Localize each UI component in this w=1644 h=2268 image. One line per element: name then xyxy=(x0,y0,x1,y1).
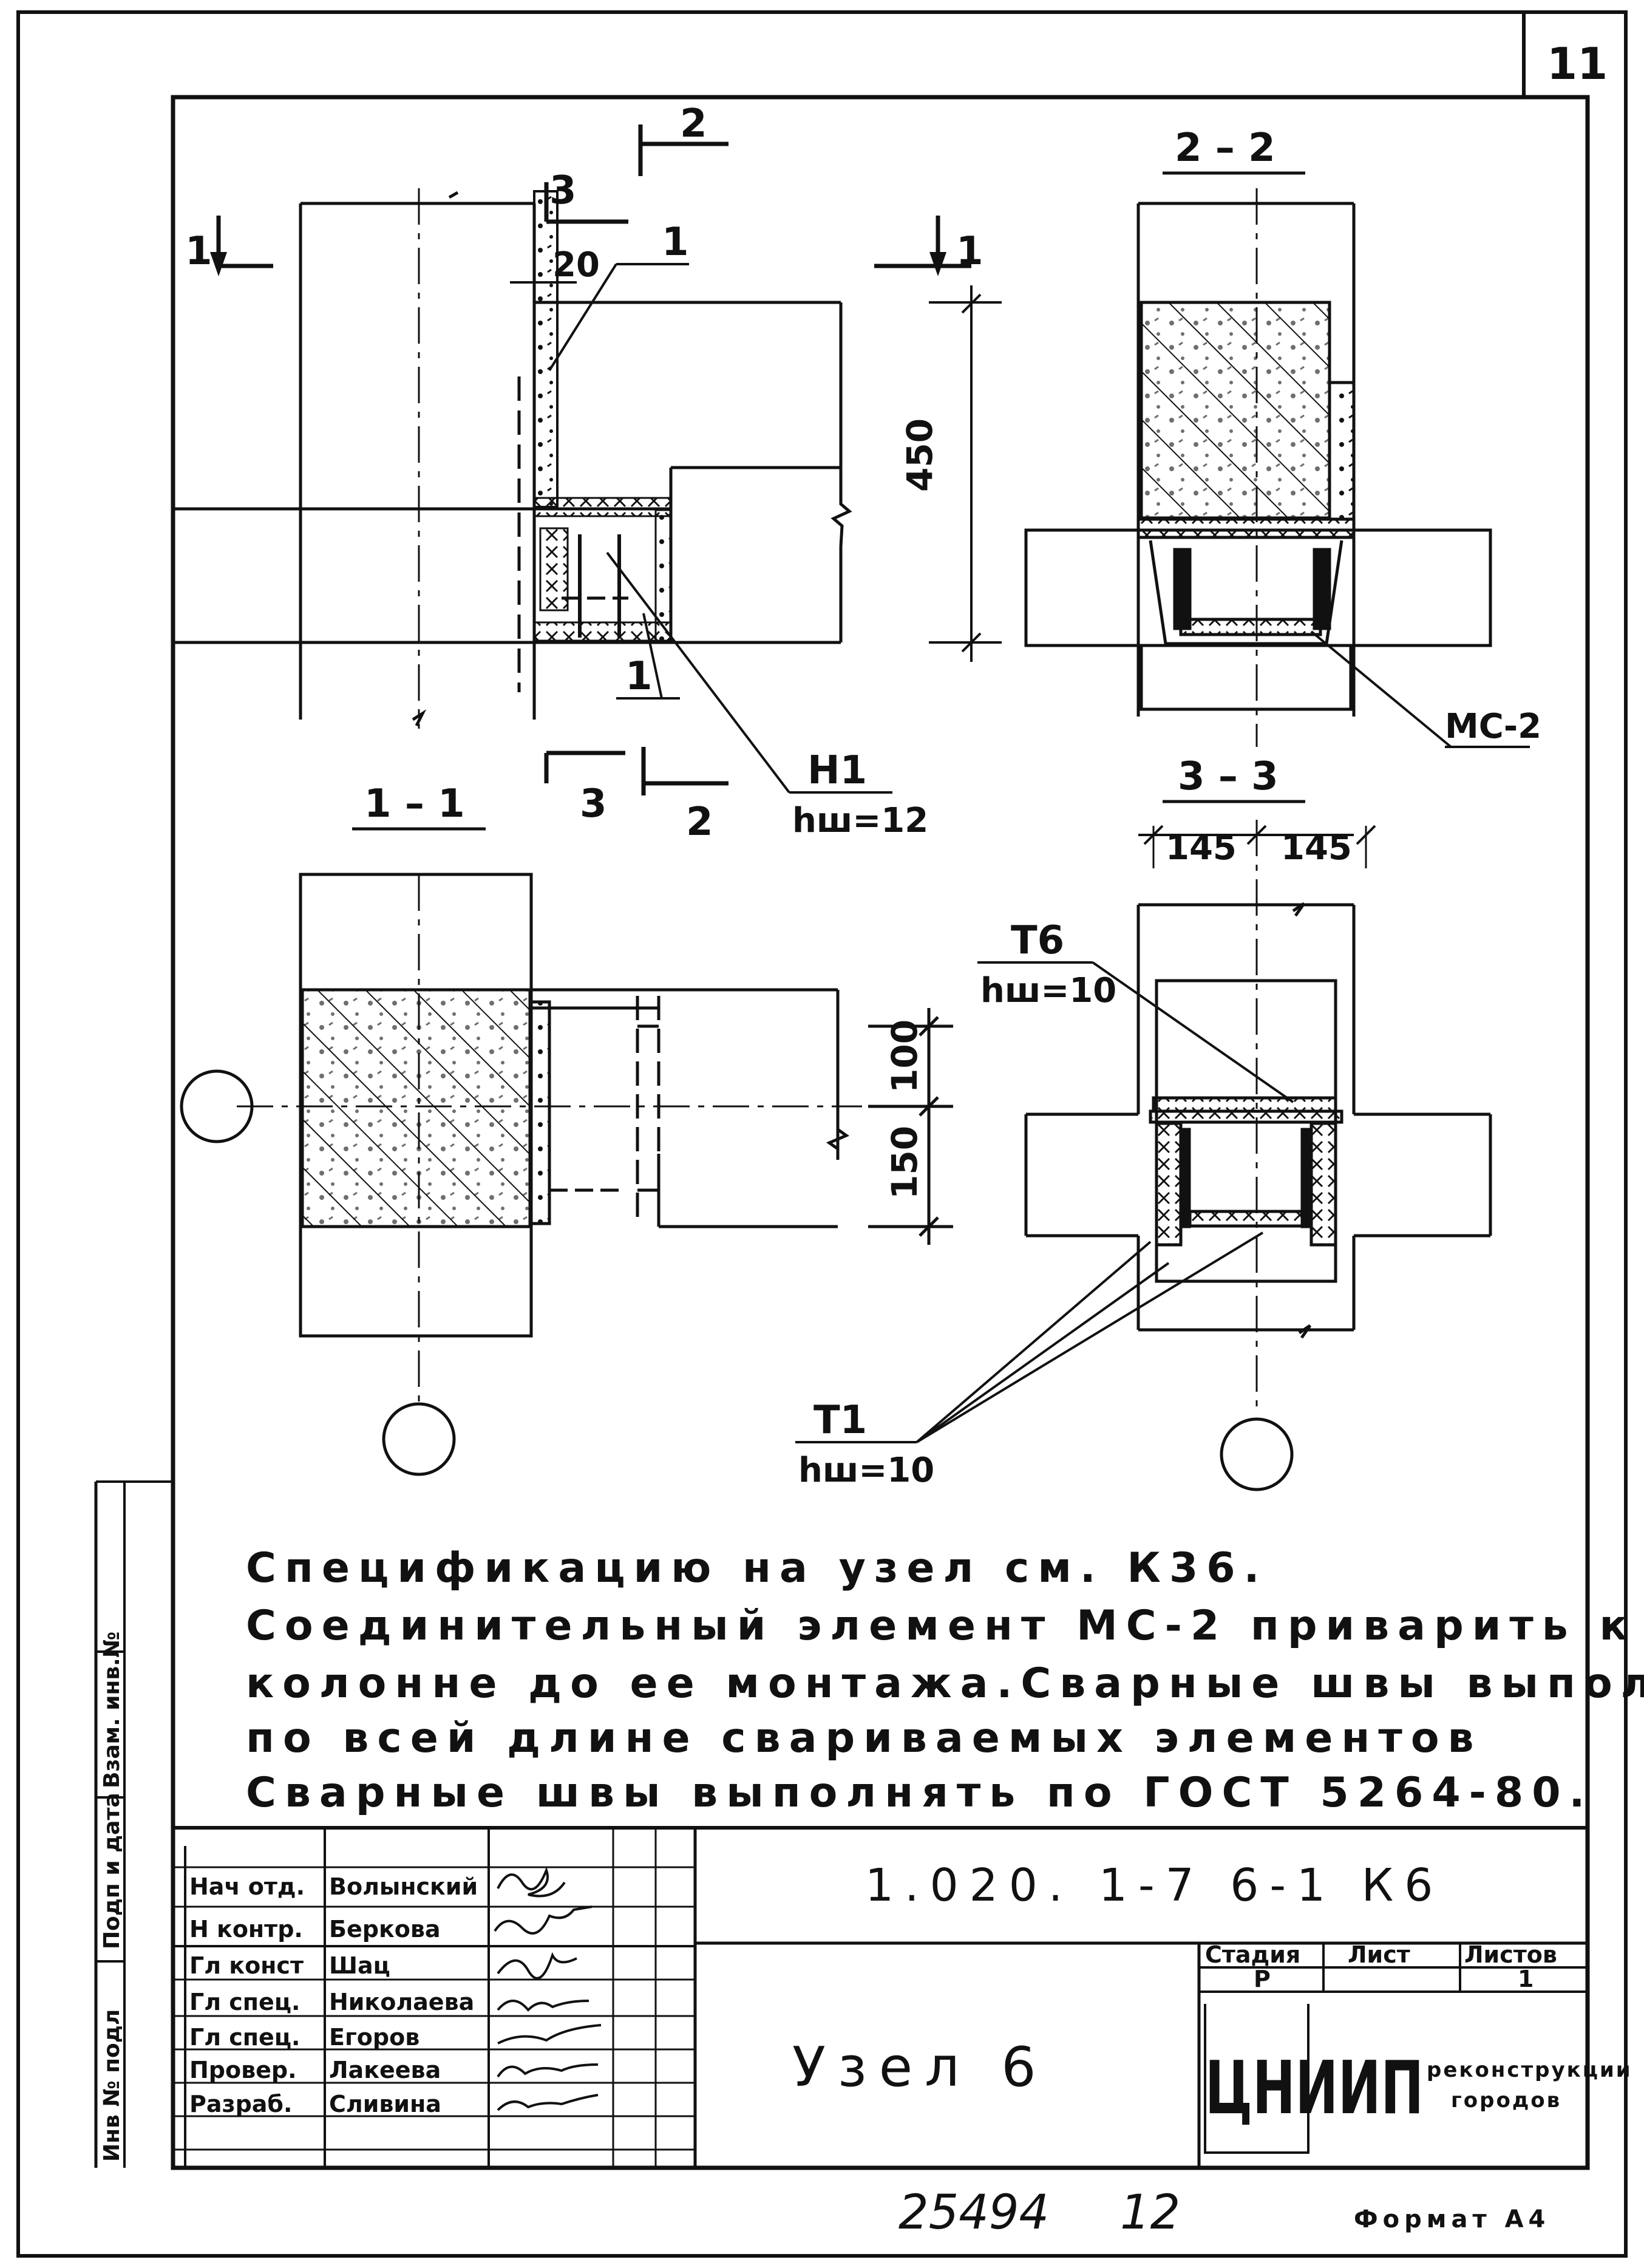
stage-value: Р xyxy=(1254,1966,1271,1992)
stage-header: Стадия xyxy=(1205,1941,1300,1968)
document-code: 1.020. 1-7 6-1 К6 xyxy=(865,1859,1444,1912)
cut-1-left: 1 xyxy=(185,229,212,274)
note-line-3: колонне до ее монтажа.Сварные швы выполн… xyxy=(246,1660,1644,1708)
arrow-head xyxy=(929,252,946,276)
tb-role: Разраб. xyxy=(189,2091,292,2117)
tb-role: Провер. xyxy=(189,2057,297,2083)
sheets-value: 1 xyxy=(1518,1966,1534,1992)
elevation-view xyxy=(173,188,852,729)
sheet-number: 11 xyxy=(1547,38,1608,89)
org-name-line-1: реконструкции xyxy=(1427,2058,1632,2082)
dim-150: 150 xyxy=(884,1126,925,1199)
callout-mc2: МС-2 xyxy=(1445,707,1541,746)
page-number: 12 xyxy=(1120,2185,1180,2240)
cut-2-top: 2 xyxy=(680,101,707,146)
cut-1-right: 1 xyxy=(956,229,983,274)
section-title-3-3: 3 – 3 xyxy=(1178,754,1279,799)
tb-name: Николаева xyxy=(329,1989,474,2015)
org-logo: ЦНИИП xyxy=(1205,2046,1424,2131)
dim-20: 20 xyxy=(552,245,600,285)
archive-number: 25494 xyxy=(898,2185,1049,2240)
cut-3-top: 3 xyxy=(549,168,577,213)
section-title-1-1: 1 – 1 xyxy=(364,782,465,826)
callout-pos-1-bottom: 1 xyxy=(625,654,653,699)
section-3-3-view xyxy=(795,820,1492,1491)
signatures xyxy=(494,1867,602,2111)
inner-frame xyxy=(171,95,1590,2170)
tb-role: Гл спец. xyxy=(189,2024,300,2051)
note-line-1: Спецификацию на узел см. К36. xyxy=(246,1544,1268,1592)
dim-145-right: 145 xyxy=(1281,828,1352,868)
callout-weld-t6: Т6 xyxy=(1011,918,1064,963)
title-block-grid xyxy=(173,1826,1588,2168)
arrow-head xyxy=(210,252,227,276)
dim-100: 100 xyxy=(884,1020,925,1093)
tb-name: Волынский xyxy=(329,1873,478,1900)
tb-name: Лакеева xyxy=(329,2057,441,2083)
section-marks xyxy=(216,124,971,795)
outer-frame xyxy=(16,10,1628,2258)
callout-pos-1-top: 1 xyxy=(662,220,689,265)
tb-role: Гл конст xyxy=(189,1952,304,1979)
side-podp-data: Подп и дата xyxy=(100,1793,124,1949)
tb-name: Сливина xyxy=(329,2091,441,2117)
format-label: Формат А4 xyxy=(1354,2205,1550,2233)
sheets-header: Листов xyxy=(1464,1941,1557,1968)
note-line-4: по всей длине свариваемых элементов xyxy=(246,1714,1483,1762)
cut-2-bottom: 2 xyxy=(686,800,713,845)
org-name-line-2: городов xyxy=(1451,2088,1561,2113)
tb-name: Шац xyxy=(329,1952,390,1979)
callout-weld-t6-h: hш=10 xyxy=(980,971,1116,1010)
callout-weld-t1-h: hш=10 xyxy=(798,1451,934,1490)
side-inv-podl: Инв № подл xyxy=(100,2009,124,2162)
section-2-2-view xyxy=(1024,188,1530,748)
drawing-title: Узел 6 xyxy=(792,2035,1048,2099)
section-1-1-view xyxy=(180,873,953,1476)
side-vzam-inv: Взам. инв.№ xyxy=(100,1632,124,1788)
note-line-2: Соединительный элемент МС-2 приварить к xyxy=(246,1602,1636,1650)
tb-name: Егоров xyxy=(329,2024,419,2051)
cut-3-bottom: 3 xyxy=(580,782,607,826)
dim-450: 450 xyxy=(899,418,940,492)
tb-role: Гл спец. xyxy=(189,1989,300,2015)
section-title-2-2: 2 – 2 xyxy=(1175,126,1275,171)
side-strip: Инв № подл Подп и дата Взам. инв.№ xyxy=(94,1480,173,2168)
sheet-header: Лист xyxy=(1348,1941,1410,1968)
elevation-annotations xyxy=(510,263,1002,794)
dim-145-left: 145 xyxy=(1166,828,1237,868)
note-line-5: Сварные швы выполнять по ГОСТ 5264-80. xyxy=(246,1769,1593,1817)
tb-role: Нач отд. xyxy=(189,1873,305,1900)
callout-weld-n1-h: hш=12 xyxy=(792,801,928,840)
tb-name: Беркова xyxy=(329,1916,441,1943)
tb-role: Н контр. xyxy=(189,1916,303,1943)
callout-weld-t1: Т1 xyxy=(814,1398,867,1443)
callout-weld-n1: Н1 xyxy=(807,748,867,793)
